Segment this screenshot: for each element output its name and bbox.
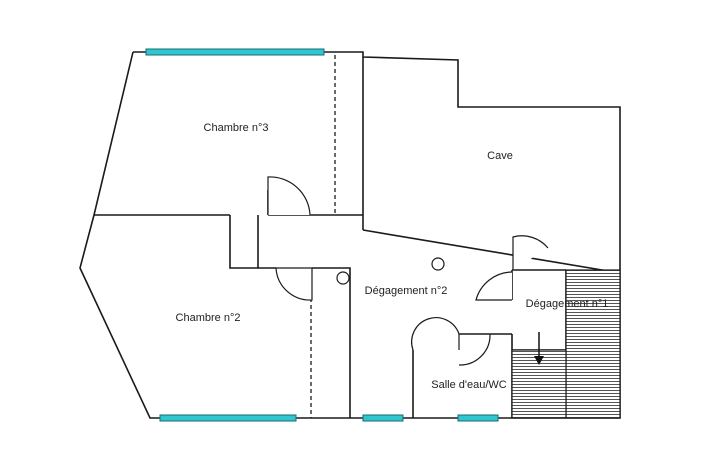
label-chambre2: Chambre n°2 [176,312,241,324]
door-salle-eau-swing [458,333,491,366]
window-salle-eau [457,414,499,422]
label-chambre3: Chambre n°3 [204,122,269,134]
door-swings [267,176,549,366]
dashed-partitions [310,55,336,418]
label-degagement2: Dégagement n°2 [365,285,448,297]
stairs-main [565,269,621,419]
window-degagement [362,414,404,422]
column-right [431,257,445,271]
window-chambre2 [159,414,297,422]
door-chambre3 [267,176,311,216]
door-degagement1 [475,271,513,301]
room-labels: Chambre n°3 Cave Chambre n°2 Dégagement … [176,122,609,391]
fixtures [336,257,445,285]
label-cave: Cave [487,150,513,162]
windows [145,48,499,422]
column-left [336,271,350,285]
door-chambre2 [275,267,313,301]
stairs [511,269,621,419]
label-salle-eau: Salle d'eau/WC [431,379,507,391]
stairs-arrow-head [534,356,544,365]
door-salle-eau [411,317,460,351]
label-degagement1: Dégagement n°1 [526,298,609,310]
door-cave [512,235,549,270]
window-chambre3 [145,48,325,56]
